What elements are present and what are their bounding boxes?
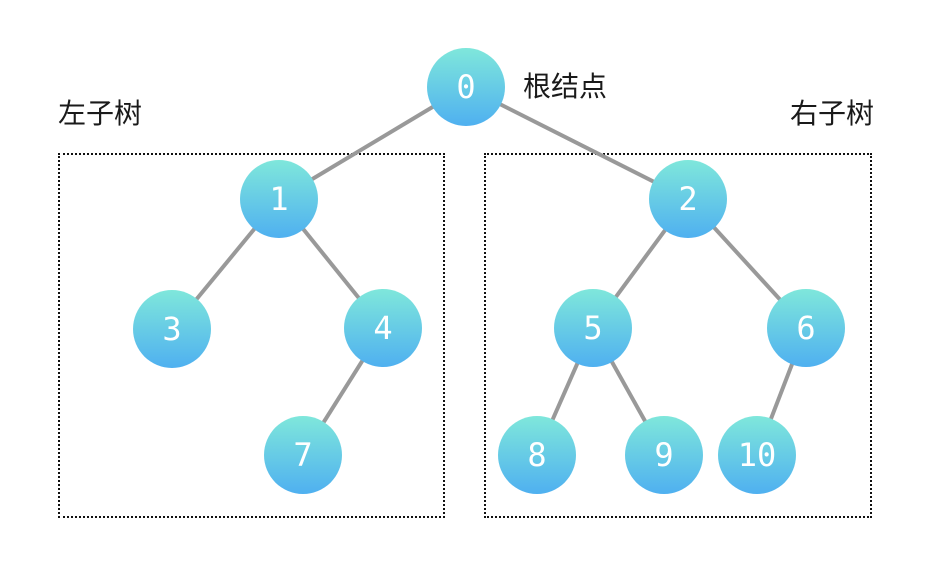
tree-node-7: 7 — [264, 416, 342, 494]
tree-node-3: 3 — [133, 290, 211, 368]
root-node-label: 根结点 — [523, 71, 608, 102]
tree-node-5: 5 — [554, 289, 632, 367]
tree-node-value: 9 — [654, 436, 674, 474]
tree-node-9: 9 — [625, 416, 703, 494]
tree-node-value: 8 — [527, 436, 547, 474]
tree-node-10: 10 — [718, 416, 796, 494]
tree-edge-0-2 — [465, 85, 689, 201]
tree-node-2: 2 — [649, 160, 727, 238]
tree-node-value: 7 — [293, 436, 313, 474]
tree-node-4: 4 — [344, 289, 422, 367]
tree-node-value: 6 — [796, 309, 816, 347]
tree-node-value: 3 — [162, 310, 182, 348]
tree-node-value: 2 — [678, 180, 698, 218]
tree-node-1: 1 — [240, 160, 318, 238]
tree-node-value: 5 — [583, 309, 603, 347]
left-subtree-box — [58, 153, 445, 518]
right-subtree-box — [484, 153, 872, 518]
tree-node-6: 6 — [767, 289, 845, 367]
tree-node-value: 0 — [456, 68, 476, 106]
tree-node-value: 10 — [737, 436, 777, 474]
tree-node-0: 0 — [427, 48, 505, 126]
tree-node-8: 8 — [498, 416, 576, 494]
tree-node-value: 1 — [269, 180, 289, 218]
right-subtree-label: 右子树 — [790, 98, 875, 129]
left-subtree-label: 左子树 — [58, 98, 143, 129]
tree-node-value: 4 — [373, 309, 393, 347]
